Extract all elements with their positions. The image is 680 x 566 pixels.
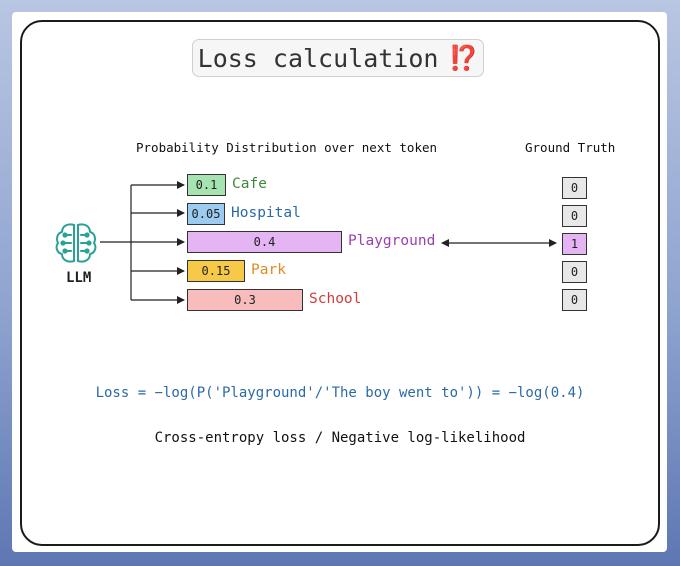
token-label-playground: Playground bbox=[348, 233, 436, 249]
loss-formula: Loss = −log(P('Playground'/'The boy went… bbox=[95, 385, 585, 401]
exclamation-question-icon: ⁉️ bbox=[448, 44, 479, 72]
ground-truth-cell-target: 1 bbox=[562, 233, 587, 255]
token-label-park: Park bbox=[251, 262, 286, 278]
probability-bar-hospital: 0.05 bbox=[187, 203, 225, 225]
ground-truth-heading: Ground Truth bbox=[525, 140, 616, 155]
loss-caption: Cross-entropy loss / Negative log-likeli… bbox=[154, 430, 526, 446]
ground-truth-cell: 0 bbox=[562, 205, 587, 227]
probability-bar-cafe: 0.1 bbox=[187, 174, 226, 196]
title-box: Loss calculation ⁉️ bbox=[192, 39, 484, 77]
title-text: Loss calculation bbox=[197, 43, 439, 73]
llm-label: LLM bbox=[66, 270, 92, 286]
token-label-hospital: Hospital bbox=[231, 205, 301, 221]
token-label-cafe: Cafe bbox=[232, 176, 267, 192]
ground-truth-cell: 0 bbox=[562, 261, 587, 283]
diagram-frame bbox=[20, 20, 660, 546]
distribution-heading: Probability Distribution over next token bbox=[136, 140, 438, 155]
brain-circuit-icon bbox=[55, 223, 97, 263]
ground-truth-cell: 0 bbox=[562, 177, 587, 199]
ground-truth-cell: 0 bbox=[562, 289, 587, 311]
token-label-school: School bbox=[309, 291, 362, 307]
card bbox=[12, 12, 667, 552]
probability-bar-park: 0.15 bbox=[187, 260, 245, 282]
probability-bar-playground: 0.4 bbox=[187, 231, 342, 253]
probability-bar-school: 0.3 bbox=[187, 289, 303, 311]
